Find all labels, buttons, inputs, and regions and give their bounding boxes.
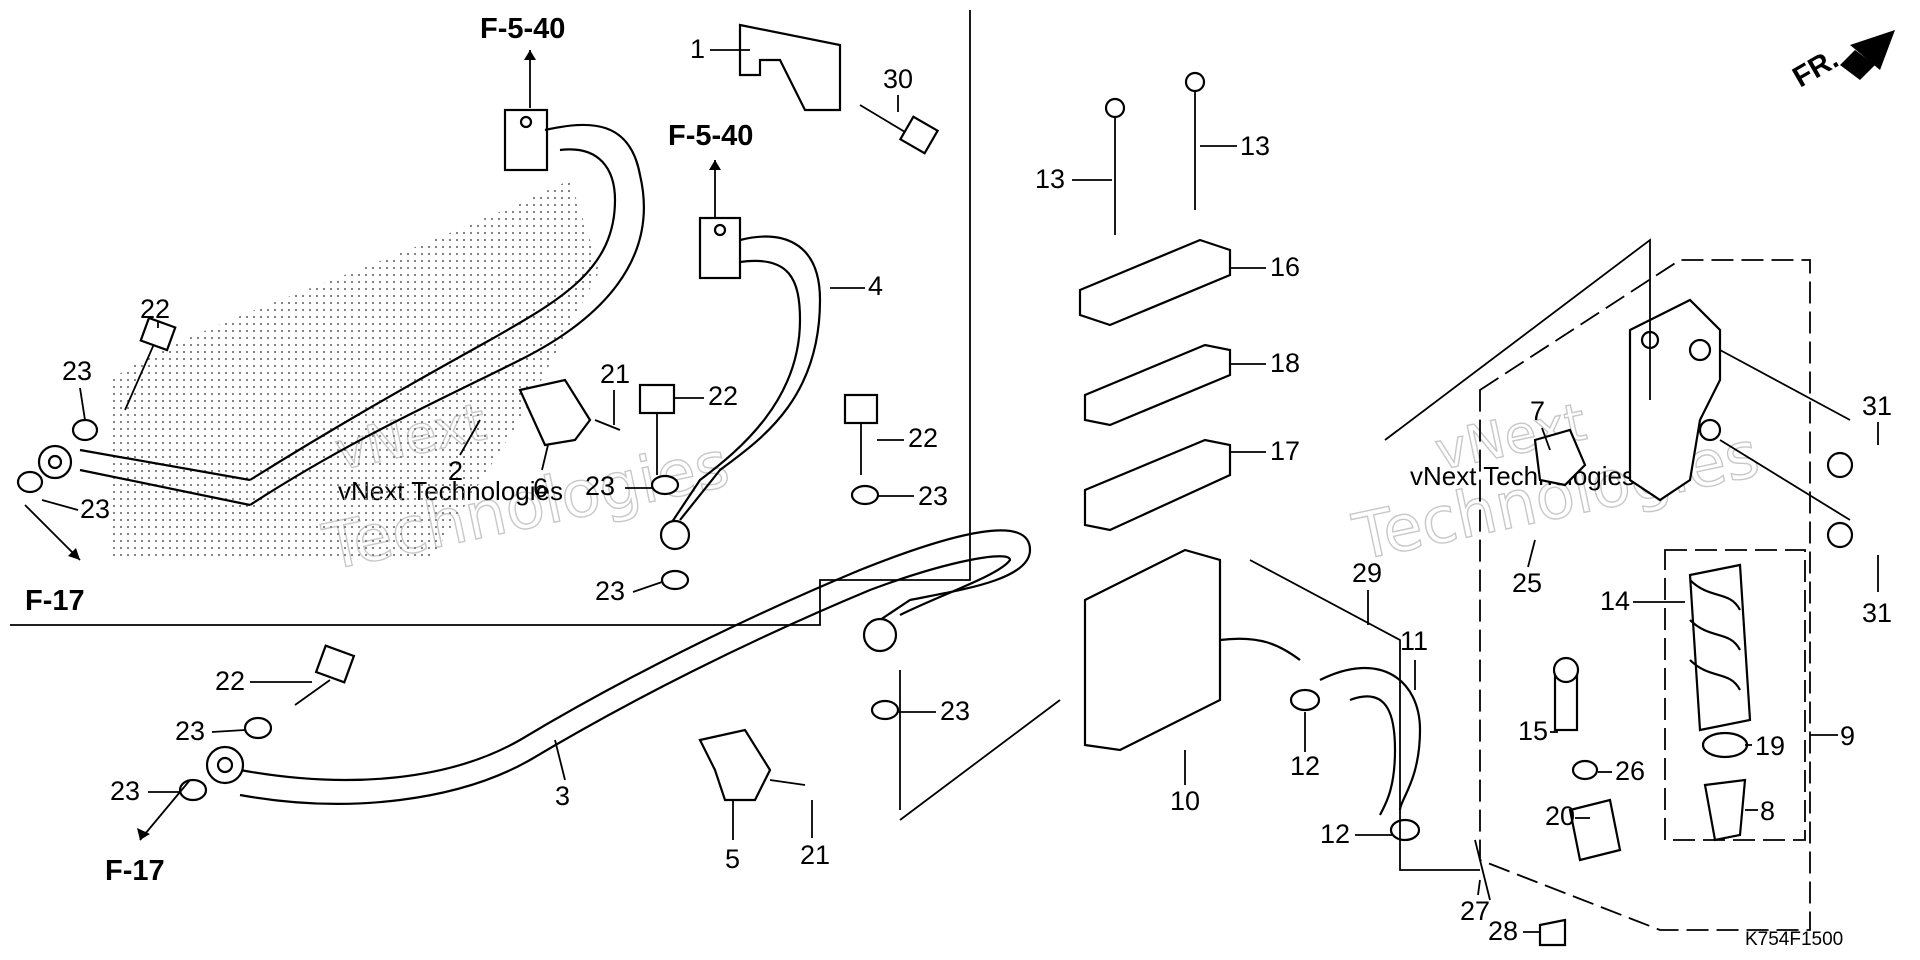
- callout-5: 5: [725, 844, 740, 874]
- bolt-22-d: [294, 644, 356, 706]
- svg-text:F-5-40: F-5-40: [668, 120, 753, 152]
- callout-22a: 22: [140, 294, 170, 324]
- callout-31a: 31: [1862, 391, 1892, 421]
- callout-9: 9: [1840, 721, 1855, 751]
- svg-text:FR.: FR.: [1788, 43, 1844, 94]
- callout-13b: 13: [1240, 131, 1270, 161]
- brake-hose-4: [659, 216, 822, 551]
- bolt-22-a: [124, 316, 177, 411]
- callout-18: 18: [1270, 348, 1300, 378]
- callout-29: 29: [1352, 558, 1382, 588]
- callout-12a: 12: [1290, 751, 1320, 781]
- brake-hose-3: [205, 529, 1032, 805]
- master-cylinder-parts: [1078, 71, 1422, 842]
- svg-text:F-5-40: F-5-40: [480, 13, 565, 45]
- shaded-area: [110, 180, 600, 560]
- svg-text:vNext Technologies: vNext Technologies: [1410, 461, 1635, 491]
- callout-31b: 31: [1862, 598, 1892, 628]
- callout-14: 14: [1600, 586, 1630, 616]
- clamp-6: [518, 378, 592, 447]
- callout-22c: 22: [908, 423, 938, 453]
- callout-13a: 13: [1035, 164, 1065, 194]
- svg-text:F-17: F-17: [25, 585, 85, 617]
- callout-25: 25: [1512, 568, 1542, 598]
- callout-12b: 12: [1320, 819, 1350, 849]
- callout-26: 26: [1615, 756, 1645, 786]
- bolt-22-b: [638, 383, 676, 475]
- callout-3: 3: [555, 781, 570, 811]
- callout-23c: 23: [585, 471, 615, 501]
- callout-23h: 23: [110, 776, 140, 806]
- bolt-30: [859, 104, 940, 155]
- callout-17: 17: [1270, 436, 1300, 466]
- group-boundary: [10, 10, 971, 626]
- callout-19: 19: [1755, 731, 1785, 761]
- callout-15: 15: [1518, 716, 1548, 746]
- callouts: 1 2 3 4 5 6 7 8 9 10 11 12 12 13 13 14 1…: [41, 34, 1892, 946]
- svg-text:F-17: F-17: [105, 855, 165, 887]
- callout-4: 4: [868, 271, 883, 301]
- assembly-box-inner: [1664, 549, 1806, 841]
- callout-23g: 23: [175, 716, 205, 746]
- callout-28: 28: [1488, 916, 1518, 946]
- clamp-5: [698, 728, 772, 802]
- callout-23f: 23: [940, 696, 970, 726]
- callout-27: 27: [1460, 896, 1490, 926]
- bolt-22-c: [843, 393, 879, 475]
- callout-23a: 23: [62, 356, 92, 386]
- callout-21b: 21: [800, 840, 830, 870]
- callout-16: 16: [1270, 252, 1300, 282]
- callout-22b: 22: [708, 381, 738, 411]
- callout-6: 6: [533, 473, 548, 503]
- master-cylinder-body-9: [1474, 298, 1854, 947]
- callout-21a: 21: [600, 359, 630, 389]
- diagram-code: K754F1500: [1745, 929, 1843, 950]
- callout-23e: 23: [918, 481, 948, 511]
- brake-hose-2: [37, 108, 645, 507]
- callout-30: 30: [883, 64, 913, 94]
- ref-labels: F-5-40 F-5-40 F-17 F-17: [24, 13, 753, 887]
- washers: [16, 418, 900, 802]
- callout-23d: 23: [595, 576, 625, 606]
- front-direction-arrow: FR.: [1788, 30, 1895, 94]
- assembly-box-9: [1479, 259, 1811, 931]
- callout-23b: 23: [80, 494, 110, 524]
- bracket-1: [738, 23, 842, 112]
- callout-22d: 22: [215, 666, 245, 696]
- callout-1: 1: [690, 34, 705, 64]
- callout-20: 20: [1545, 801, 1575, 831]
- callout-10: 10: [1170, 786, 1200, 816]
- callout-7: 7: [1530, 396, 1545, 426]
- callout-11: 11: [1400, 626, 1428, 656]
- callout-2: 2: [448, 456, 463, 486]
- callout-8: 8: [1760, 796, 1775, 826]
